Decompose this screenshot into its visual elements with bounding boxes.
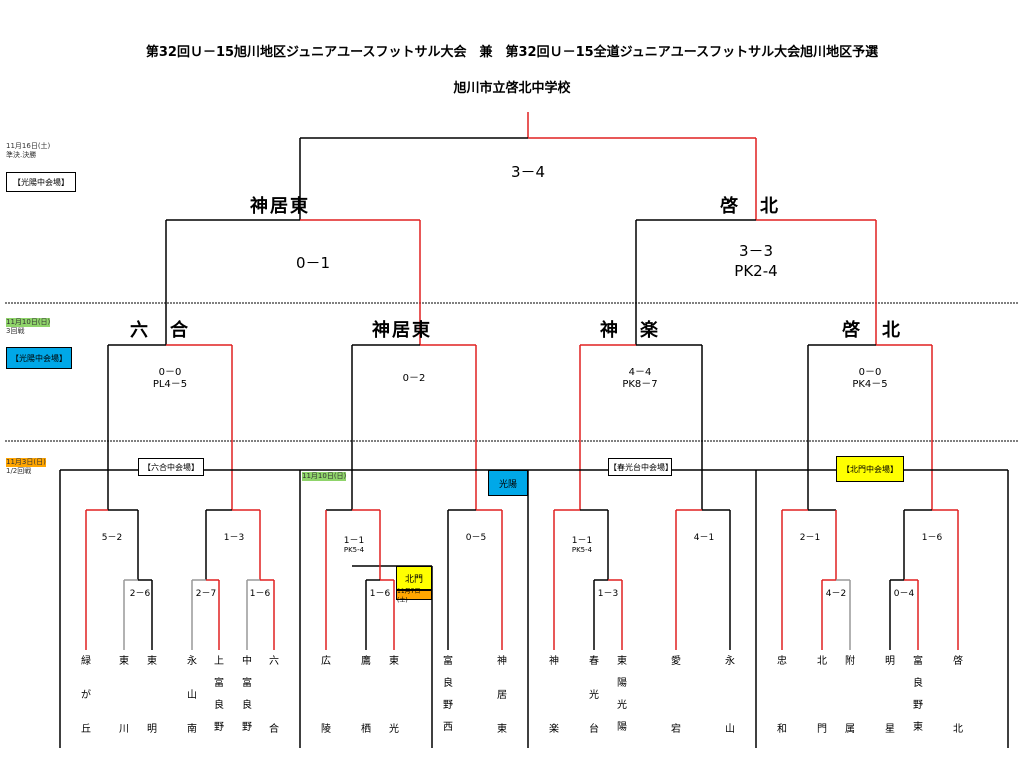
venue-badge-hokumon: 【北門中会場】 [836, 456, 904, 482]
final-date-note: 11月16日(土)準決.決勝 [6, 142, 51, 159]
final-venue-badge: 【光陽中会場】 [6, 172, 76, 192]
semi-right-team: 啓 北 [720, 196, 780, 217]
r2-score: 0－5 [465, 533, 487, 543]
qf-score: 4－4 [628, 367, 652, 378]
qf-team: 神 楽 [600, 320, 660, 341]
r2-score: 4－1 [693, 533, 715, 543]
r1-score: 1－6 [249, 589, 271, 599]
qf-team: 六 合 [130, 320, 190, 341]
r2-score: 5－2 [101, 533, 123, 543]
r1-score: 0－4 [893, 589, 915, 599]
venue-badge-hokumon2: 北門 [396, 566, 432, 590]
r1-score: 2－7 [195, 589, 217, 599]
final-score: 3－4 [510, 163, 546, 181]
round3-date-note: 11月10日(日) 3回戦 [6, 318, 51, 335]
r2-score: 2－1 [799, 533, 821, 543]
r1-score: 2－6 [129, 589, 151, 599]
r1-score: 1－6 [369, 589, 391, 599]
round3-venue-badge: 【光陽中会場】 [6, 347, 72, 369]
qf-score: 0－0 [858, 367, 882, 378]
semi-right-score: 3－3 [738, 242, 774, 260]
qf-score: 0－0 [158, 367, 182, 378]
venue-badge-rokugo: 【六合中会場】 [138, 458, 204, 476]
qf-team: 神居東 [372, 320, 432, 341]
venue-badge-hokumon2-date: 11月7日(土) [396, 588, 432, 604]
qf-pk: PL4－5 [152, 379, 188, 390]
round1b-date-note: 11月10日(日) [302, 472, 347, 481]
qf-pk: PK8－7 [622, 379, 658, 390]
qf-score: 0－2 [402, 373, 426, 384]
semi-left-score: 0－1 [295, 254, 331, 272]
champion-name: 旭川市立啓北中学校 [453, 81, 571, 96]
r2-score: 1－6 [921, 533, 943, 543]
r2-pk: PK5-4 [571, 546, 593, 554]
round1-date-note: 11月3日(日) 1/2回戦 [6, 458, 46, 475]
page-title: 第32回Ｕ－15旭川地区ジュニアユースフットサル大会 兼 第32回Ｕ－15全道ジ… [145, 45, 879, 60]
venue-badge-koyo: 光陽 [488, 470, 528, 496]
qf-team: 啓 北 [842, 320, 902, 341]
r2-pk: PK5-4 [343, 546, 365, 554]
r2-score: 1－3 [223, 533, 245, 543]
semi-right-pk: PK2-4 [734, 262, 778, 280]
semi-left-team: 神居東 [250, 196, 310, 217]
r2-score: 1－1 [571, 536, 593, 546]
r1-score: 1－3 [597, 589, 619, 599]
qf-pk: PK4－5 [852, 379, 888, 390]
r2-score: 1－1 [343, 536, 365, 546]
r1-score: 4－2 [825, 589, 847, 599]
venue-badge-shunkodai: 【春光台中会場】 [608, 458, 673, 476]
